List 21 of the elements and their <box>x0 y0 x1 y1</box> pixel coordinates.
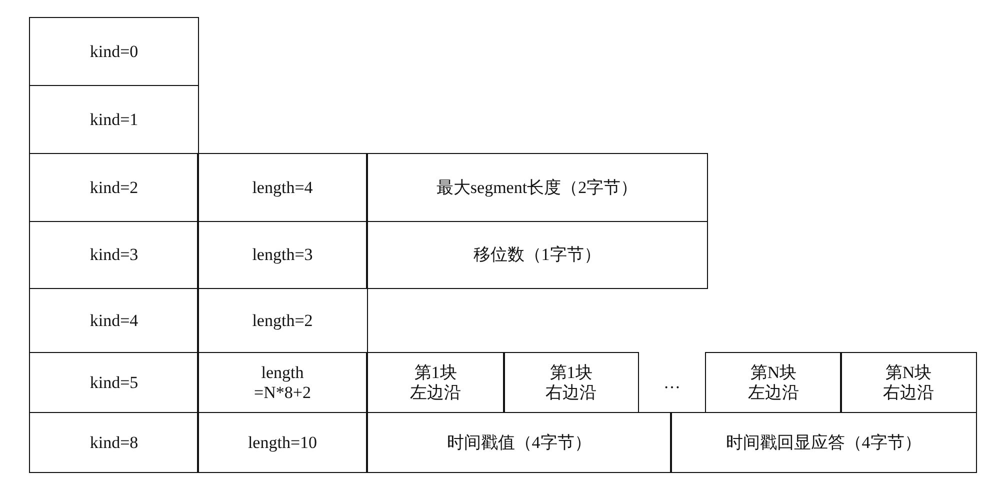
table-cell: 第N块右边沿 <box>840 352 977 413</box>
table-cell: kind=1 <box>29 85 199 154</box>
table-cell: length =N*8+2 <box>197 352 368 413</box>
table-cell: kind=2 <box>29 153 199 222</box>
table-cell: 第1块左边沿 <box>366 352 505 413</box>
table-cell: kind=4 <box>29 288 199 353</box>
table-cell: length=4 <box>197 153 368 222</box>
table-cell: kind=3 <box>29 221 199 289</box>
ellipsis: … <box>662 372 682 394</box>
table-cell: length=3 <box>197 221 368 289</box>
table-cell: 时间戳回显应答（4字节） <box>670 412 977 473</box>
table-cell: length=2 <box>197 288 368 353</box>
table-cell: 时间戳值（4字节） <box>366 412 672 473</box>
table-cell: 第N块左边沿 <box>705 352 842 413</box>
table-cell: kind=0 <box>29 17 199 86</box>
table-cell: kind=5 <box>29 352 199 413</box>
table-cell: 第1块右边沿 <box>503 352 639 413</box>
table-cell: 最大segment长度（2字节） <box>366 153 708 222</box>
table-cell: 移位数（1字节） <box>366 221 708 289</box>
table-cell: length=10 <box>197 412 368 473</box>
table-cell: kind=8 <box>29 412 199 473</box>
